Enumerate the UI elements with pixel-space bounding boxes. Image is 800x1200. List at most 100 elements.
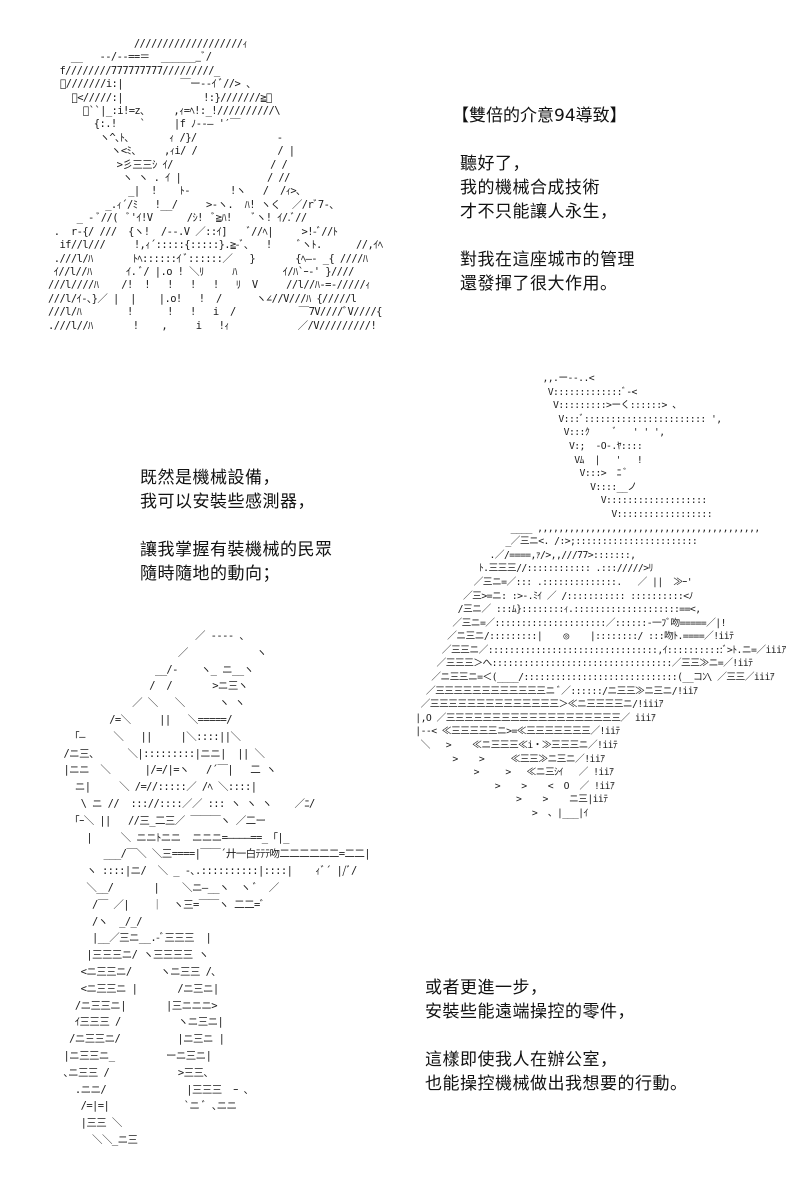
dialogue-line: 我可以安裝些感測器， <box>140 492 315 512</box>
art-line: .ニニ/ |三三三 ｰ 、 <box>52 1083 254 1096</box>
art-line: |__／三ニ__.-ﾞ三三三 | <box>52 932 212 945</box>
art-line: ､ニ三三 / >三三、 <box>52 1066 214 1079</box>
art-line: > > < O ／ !iiｱ <box>410 780 615 792</box>
art-line: ｲ//l//ﾊ ｲ. ﾞ/ |.o ! ＼ﾘ ﾊ ｲ/ﾊ`ｰ-' }//// <box>48 265 355 278</box>
dialogue-line: 還發揮了很大作用。 <box>460 274 618 294</box>
art-line: ／三三三＞へ::::::::::::::::::::::::::::::::::… <box>410 658 753 670</box>
dialogue-line: 隨時隨地的動向； <box>140 564 280 584</box>
dialogue-gap <box>140 514 333 538</box>
art-line: > > ≪三三≫ニ三ニ／!iiｱ <box>410 753 605 765</box>
dialogue-line: 也能操控機械做出我想要的行動。 <box>425 1074 688 1094</box>
art-line: 「ｰ＼ || //三_二三／ ￣￣￣ヽ ／二ー <box>52 814 266 827</box>
art-line: ///l/ｲ-､}／ | | |.o! ! / ヽ∠//V///ﾊ {/////… <box>48 292 357 305</box>
art-line: |ニニ ＼ |/=/|=ヽ /´￣| 二 ヽ <box>52 764 276 777</box>
art-line: <ニ三三ニ | /ニ三ニ| <box>52 982 220 995</box>
art-line: > > ニ三|iiﾃ <box>410 794 608 806</box>
art-line: V:::ﾞ::::::::::::::::::::::: ', <box>410 413 722 425</box>
art-line: > 、|___|ｲ <box>410 808 589 819</box>
dialogue-block-c: 或者更進一步， 安裝些能遠端操控的零件， 這樣即使我人在辦公室， 也能操控機械做… <box>425 976 688 1096</box>
art-line: |ニ三三ニ_ ーニ三ニ| <box>52 1049 212 1062</box>
art-line: ___/￣＼ ＼三====|￣￣´廾一白ﾃﾃﾃ吻二二二二二二=二二| <box>52 848 371 861</box>
art-line: f////////777777777/////////_ <box>48 64 220 77</box>
dialogue-line: 我的機械合成技術 <box>460 178 600 198</box>
art-line: if//l/// !,ｨ´:::::{:::::}.≧-ﾞ､ ! ﾞヽﾄ. //… <box>48 239 383 252</box>
art-line: / / >ニ三ヽ <box>52 680 248 693</box>
art-line: ____ ,,,,,,,,,,,,,,,,,,,,,,,,,,,,,,,,,,,… <box>410 522 761 534</box>
art-line: V:; -O-.ﾔ:::: <box>410 440 643 452</box>
art-line: |,O ／三三三三三三三三三三三三三三三三三三三／ iiiｱ <box>410 712 656 724</box>
dialogue-line: 聽好了， <box>460 154 530 174</box>
art-line: ／三三ニ／::::::::::::::::::::::::::::::::,ｲ:… <box>410 644 787 656</box>
laptop-art: ,,.ー--..< V:::::::::::::ﾞ-< V:::::::::>ー… <box>410 372 786 821</box>
art-line: \ ニ // ::://::::／／ ::: ヽ ヽ ヽ ／ﾆ/ <box>52 797 316 810</box>
art-line: ＼ > ≪ニ三三三≪i・≫三三三ニ／!iiﾃ <box>410 740 618 752</box>
dialogue-gap <box>425 1024 688 1048</box>
art-line: ﾞ``|_:i!=z､ ,ｨ=ﾍ!:_!//////////\ <box>48 105 281 118</box>
art-line: |三三三ニ/ ヽ三三三三 ヽ <box>52 949 209 962</box>
art-line: V:::::::::>ーく::::::> 、 <box>410 400 682 412</box>
art-line: |--< ≪三三三三三ニ>=≪三三三三三三三／!iiﾃ <box>410 726 620 738</box>
art-line: /ニ三、 ＼|:::::::::|ニニ| || ＼ <box>52 747 265 760</box>
page-title: 【雙倍的介意94導致】 <box>452 106 627 126</box>
dialogue-line: 才不只能讓人永生， <box>460 202 618 222</box>
art-line: ＼＼_ニ三 <box>52 1133 138 1146</box>
art-line: ///l////ﾊ /! ! ! ! ! ﾘ V //l//ﾊ-=-/////ｨ <box>48 279 370 292</box>
art-line: .///l//ﾊ ! , i !ｨ ／/V/////////! <box>48 319 377 332</box>
art-line: __/- ヽ_ ニ__ヽ <box>52 663 254 676</box>
art-line: ヽ ::::|ニ/ ＼ _ -､.::::::::::|::::| ｨﾞ´ |/… <box>52 865 357 878</box>
art-line: ／三ニ=／:::::::::::::::::::::／::::::-一ﾌﾞ吻==… <box>410 617 726 629</box>
art-line: __ --/--==＝ _______ﾞ/ <box>48 51 212 64</box>
art-line: ／三>=ニ: :>-.ﾐｲ ／ /::::::::::: ::::::::::<… <box>410 590 693 602</box>
dialogue-line: 既然是機械設備， <box>140 468 280 488</box>
art-line: ／ ---- 、 <box>52 630 250 642</box>
art-line: . r-{/ /// {ヽ! /--.V ／::ｲ] ﾞ//ﾍ| >!-ﾞ//ﾄ <box>48 225 338 238</box>
art-line: ///////////////////ｨ <box>48 38 248 50</box>
art-line: /三ニ／ :::ﾑ}::::::::ｨ.::::::::::::::::::::… <box>410 604 701 616</box>
art-line: .／/====,ｧ/>,,///77>:::::::, <box>410 549 636 561</box>
art-line: /ニ三三ニ/ |ニ三ニ | <box>52 1033 225 1046</box>
dialogue-line: 對我在這座城市的管理 <box>460 250 635 270</box>
art-line: 「― ＼ || |＼::::||＼ <box>52 730 241 743</box>
art-line: ﾞ///////i:| ￣ー--ｲ ﾞ//> 、 <box>48 78 257 91</box>
art-line: ／ ヽ <box>52 646 267 659</box>
art-line: ｲ三三三 / ヽニ三ニ| <box>52 1016 224 1029</box>
art-line: /￣ ／| ｜ ヽ三=￣￣ヽ 二二=ﾞ <box>52 898 265 911</box>
art-line: /ヽ _/_/ <box>52 915 148 928</box>
art-line: ／ ＼ ＼ ヽ ヽ <box>52 697 245 710</box>
art-line: _| ! ﾄ- !ヽ / /ｨ>､ <box>48 185 301 198</box>
art-line: ／ニ三ニ/:::::::::| ◎ |::::::::/ :::吻ﾄ.====／… <box>410 631 734 643</box>
art-line: ／三ニ=／::: .::::::::::::::. ／ || ≫ｰ' <box>410 576 693 588</box>
dialogue-line: 這樣即使我人在辦公室， <box>425 1050 618 1070</box>
dialogue-line: 安裝些能遠端操控的零件， <box>425 1002 635 1022</box>
art-line: V:::::::::::::ﾞ-< <box>410 386 638 398</box>
art-line: |三三 ＼ <box>52 1117 123 1130</box>
art-line: ,,.ー--..< <box>410 373 595 384</box>
art-line: ///l/ﾊ ! ! ! i / ￣7V////ﾞV////{ <box>48 306 382 319</box>
art-line: /ニ三三ニ| |三ニニニ> <box>52 999 218 1012</box>
art-line: >彡三三ｼ ｲ/ / / <box>48 158 288 171</box>
art-line: ﾞ</////:| !:}///////≧､ <box>48 91 272 104</box>
art-line: ﾄ.三三三//:::::::::::: .::://///>ﾘ <box>410 563 654 575</box>
art-line: ／三三三三三三三三三三三三三三＞≪ニ三三三三ニ/!iiiｱ <box>410 699 664 711</box>
dialogue-block-b: 既然是機械設備， 我可以安裝些感測器， 讓我掌握有裝機械的民眾 隨時隨地的動向； <box>140 466 333 586</box>
art-line: V:::> ﾆ ﾞ <box>410 468 639 480</box>
art-line: V::::__ノ <box>410 481 637 493</box>
dialogue-block-a: 聽好了， 我的機械合成技術 才不只能讓人永生， 對我在這座城市的管理 還發揮了很… <box>460 152 635 296</box>
art-line: _ - ﾞ//( ﾞ'ｲ!V /ｼ! ﾞ≧ﾊ! ﾞヽ! ｲ/.ﾞ// <box>48 212 308 225</box>
art-line: ヽ^､ﾄ､ ｨ /}/ - <box>48 131 283 144</box>
gunman-figure-art: ／ ---- 、 ／ ヽ __/- ヽ_ ニ__ヽ / / >ニ三ヽ ／ ＼ ＼… <box>52 628 370 1149</box>
dialogue-gap <box>460 224 635 248</box>
art-line: ニ| ＼ /=//:::::／ /ﾍ ＼::::| <box>52 781 257 794</box>
art-line: /=|=| `ニ ﾞ ､ニニ <box>52 1100 237 1113</box>
art-line: <ニ三三ニ/ ヽニ三三 /､ <box>52 965 217 978</box>
art-line: _.ｨ´/ﾐ !__/ >-ヽ. ﾊ! ヽく ／/rﾞ7-､ <box>48 198 334 211</box>
art-line: | ＼ ニニﾄニニ ニニニ=――――==_「|_ <box>52 831 289 844</box>
dialogue-line: 讓我掌握有裝機械的民眾 <box>140 540 333 560</box>
art-line: _／三ニ<. /:>;::::::::::::::::::::::: <box>410 536 698 548</box>
art-line: ／三三三三三三三三三三三三ニ ﾞ／::::::/ニ三三≫ニ三ニ/!iiｱ <box>410 685 698 697</box>
art-line: Vﾑ | ' ! <box>410 454 643 466</box>
art-line: > > ≪ニ三ｼｲ ／ !iiｱ <box>410 767 614 779</box>
art-line: ヽ ヽ . ｲ | / // <box>48 172 290 185</box>
art-line: .///l/ﾊ ﾄﾍ::::::ｲ ﾞ::::::／ } {ﾍ―- _{ ///… <box>48 252 368 265</box>
art-line: ＼__/ | ＼ニ―__ヽ ヽ ﾞ ／ <box>52 881 279 894</box>
